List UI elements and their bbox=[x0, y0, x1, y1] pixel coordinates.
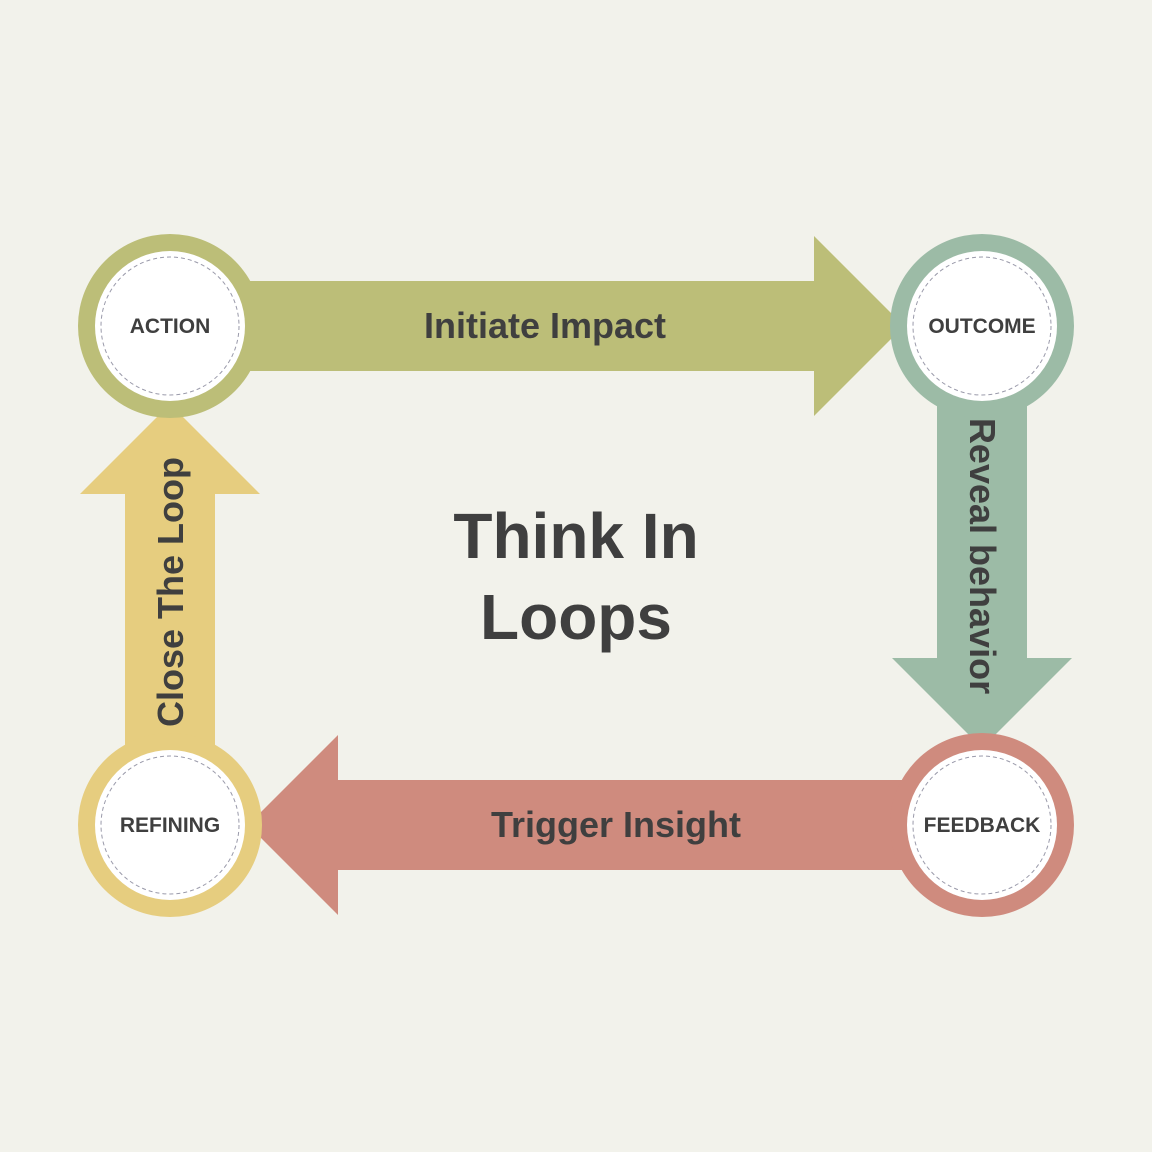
feedback-inner-circle bbox=[907, 750, 1057, 900]
trigger-insight-arrow bbox=[248, 735, 982, 915]
close-the-loop-label: Close The Loop bbox=[150, 457, 191, 727]
outcome-inner-circle bbox=[907, 251, 1057, 401]
outcome-dashed-ring bbox=[912, 256, 1052, 396]
feedback-dashed-ring bbox=[912, 755, 1052, 895]
title-line-2: Loops bbox=[480, 581, 672, 653]
title-line-1: Think In bbox=[453, 500, 698, 572]
outcome-label: OUTCOME bbox=[928, 315, 1035, 338]
node-outcome: OUTCOME bbox=[890, 234, 1074, 418]
refining-inner-circle bbox=[95, 750, 245, 900]
reveal-behavior-label: Reveal behavior bbox=[962, 418, 1003, 694]
refining-label: REFINING bbox=[120, 814, 220, 837]
trigger-insight-label: Trigger Insight bbox=[491, 804, 741, 845]
reveal-behavior-arrow bbox=[892, 326, 1072, 748]
node-action: ACTION bbox=[78, 234, 262, 418]
feedback-label: FEEDBACK bbox=[924, 814, 1041, 837]
action-inner-circle bbox=[95, 251, 245, 401]
action-dashed-ring bbox=[100, 256, 240, 396]
node-refining: REFINING bbox=[78, 733, 262, 917]
initiate-impact-label: Initiate Impact bbox=[424, 305, 666, 346]
close-the-loop-arrow bbox=[80, 404, 260, 826]
refining-dashed-ring bbox=[100, 755, 240, 895]
initiate-impact-arrow bbox=[170, 236, 904, 416]
node-feedback: FEEDBACK bbox=[890, 733, 1074, 917]
action-label: ACTION bbox=[130, 315, 211, 338]
